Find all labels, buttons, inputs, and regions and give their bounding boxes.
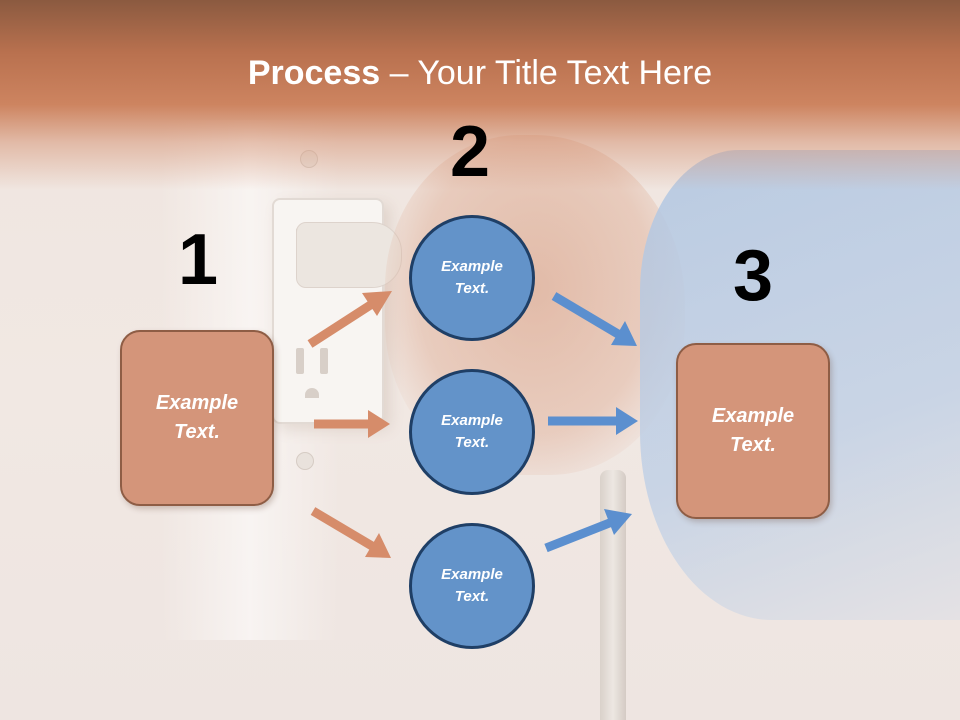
arrow-blue-up [544, 509, 632, 553]
right-box-line2: Text. [730, 434, 776, 456]
circle-top-line2: Text. [454, 280, 490, 297]
step-number-1: 1 [178, 220, 219, 300]
slide-title: Process – Your Title Text Here [0, 54, 960, 93]
circle-top: Example Text. [409, 215, 535, 341]
circle-middle-line1: Example [441, 411, 503, 429]
outlet-slot [320, 348, 328, 374]
arrow-orange-mid [314, 410, 390, 438]
left-process-box: Example Text. [120, 330, 274, 506]
title-bold: Process [247, 54, 381, 92]
circle-bottom: Example Text. [409, 523, 535, 649]
right-box-line1: Example [711, 405, 795, 427]
right-process-box: Example Text. [676, 343, 830, 519]
circle-top-line1: Example [441, 257, 503, 275]
circle-middle: Example Text. [409, 369, 535, 495]
step-number-3: 3 [733, 236, 774, 316]
outlet-ground [305, 388, 319, 398]
arrow-blue-down [551, 292, 637, 346]
step-number-2: 2 [450, 112, 491, 192]
circle-bottom-line1: Example [441, 565, 503, 583]
arrow-orange-up [307, 291, 392, 348]
arrow-orange-down [310, 507, 391, 558]
left-box-line1: Example [155, 392, 239, 414]
header-band [0, 0, 960, 190]
title-rest: – Your Title Text Here [380, 54, 713, 92]
screw-icon [296, 452, 314, 470]
circle-bottom-line2: Text. [454, 588, 490, 605]
arrow-blue-mid [548, 407, 638, 435]
left-box-line2: Text. [174, 421, 220, 443]
outlet-slot [296, 348, 304, 374]
circle-middle-line2: Text. [454, 434, 490, 451]
